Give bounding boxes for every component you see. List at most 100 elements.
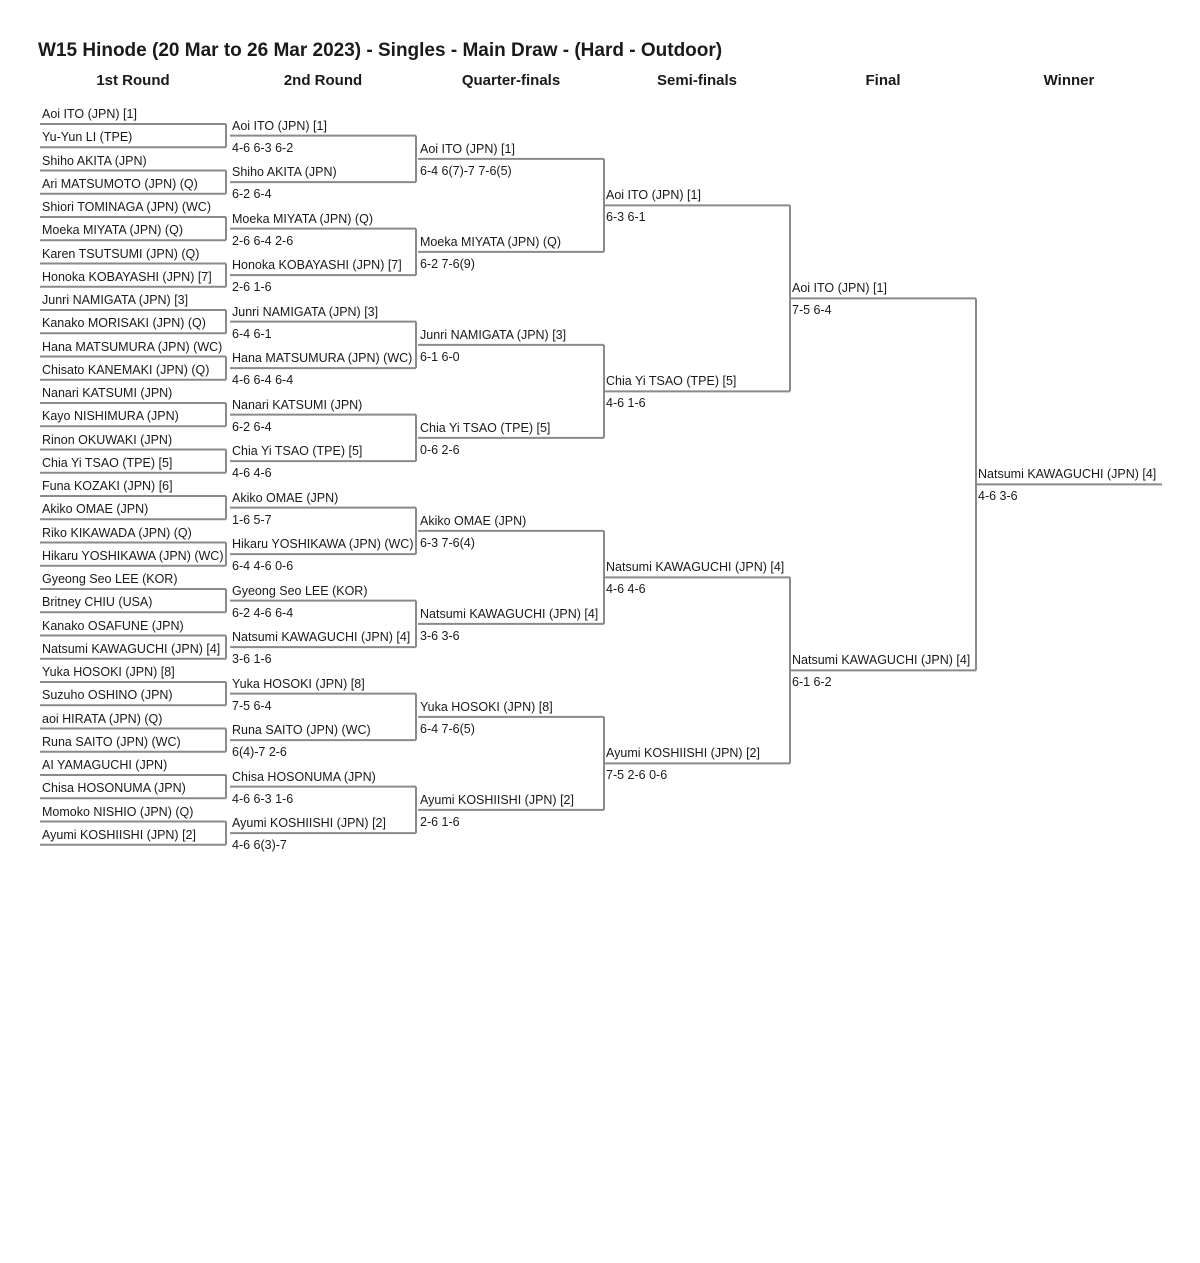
round-header-final: Final — [865, 72, 901, 89]
player-name: Natsumi KAWAGUCHI (JPN) [4] — [420, 606, 599, 621]
match-score: 1-6 5-7 — [232, 512, 272, 527]
match-score: 6-4 4-6 0-6 — [232, 559, 294, 574]
player-name: Nanari KATSUMI (JPN) — [232, 397, 363, 412]
round-header-winner: Winner — [1043, 72, 1095, 89]
player-name: Aoi ITO (JPN) [1] — [420, 141, 515, 156]
player-name: Akiko OMAE (JPN) — [42, 502, 149, 517]
match-score: 2-6 6-4 2-6 — [232, 233, 294, 248]
player-name: Funa KOZAKI (JPN) [6] — [42, 479, 173, 493]
match-score: 7-5 6-4 — [232, 698, 272, 713]
player-name: Suzuho OSHINO (JPN) — [42, 688, 173, 703]
match-score: 4-6 4-6 — [606, 582, 646, 597]
player-name: Hikaru YOSHIKAWA (JPN) (WC) — [42, 548, 224, 563]
player-name: Chia Yi TSAO (TPE) [5] — [42, 455, 173, 470]
player-name: Gyeong Seo LEE (KOR) — [232, 583, 368, 598]
player-name: Runa SAITO (JPN) (WC) — [42, 734, 181, 749]
player-name: Hikaru YOSHIKAWA (JPN) (WC) — [232, 537, 414, 552]
player-name: Ayumi KOSHIISHI (JPN) [2] — [420, 792, 574, 807]
player-name: Ayumi KOSHIISHI (JPN) [2] — [606, 746, 760, 761]
page-title: W15 Hinode (20 Mar to 26 Mar 2023) - Sin… — [38, 40, 723, 61]
player-name: Moeka MIYATA (JPN) (Q) — [232, 211, 373, 226]
player-name: Kayo NISHIMURA (JPN) — [42, 409, 179, 424]
player-name: Natsumi KAWAGUCHI (JPN) [4] — [606, 560, 785, 575]
match-score: 0-6 2-6 — [420, 442, 460, 457]
player-name: Chisa HOSONUMA (JPN) — [42, 781, 186, 796]
player-name: Chia Yi TSAO (TPE) [5] — [420, 420, 551, 435]
player-name: Honoka KOBAYASHI (JPN) [7] — [42, 269, 212, 284]
player-name: Chisa HOSONUMA (JPN) — [232, 769, 376, 784]
player-name: Junri NAMIGATA (JPN) [3] — [232, 304, 379, 319]
player-name: Shiori TOMINAGA (JPN) (WC) — [42, 200, 211, 214]
match-score: 7-5 2-6 0-6 — [606, 768, 668, 783]
player-name: Rinon OKUWAKI (JPN) — [42, 432, 173, 447]
player-name: Hana MATSUMURA (JPN) (WC) — [232, 351, 413, 366]
match-score: 4-6 4-6 — [232, 466, 272, 481]
player-name: Ayumi KOSHIISHI (JPN) [2] — [42, 827, 196, 842]
match-score: 4-6 6-3 1-6 — [232, 791, 294, 806]
match-score: 3-6 3-6 — [420, 628, 460, 643]
round-header-quarter-finals: Quarter-finals — [461, 72, 561, 89]
player-name: Chisato KANEMAKI (JPN) (Q) — [42, 362, 210, 377]
player-name: aoi HIRATA (JPN) (Q) — [42, 711, 163, 726]
player-name: Chia Yi TSAO (TPE) [5] — [606, 374, 737, 389]
player-name: Aoi ITO (JPN) [1] — [232, 118, 327, 133]
player-name: Kanako OSAFUNE (JPN) — [42, 618, 184, 633]
match-score: 6-1 6-2 — [792, 675, 832, 690]
player-name: Aoi ITO (JPN) [1] — [42, 107, 137, 121]
player-name: Akiko OMAE (JPN) — [232, 490, 339, 505]
match-score: 6-3 7-6(4) — [420, 535, 475, 550]
match-score: 6-1 6-0 — [420, 349, 460, 364]
match-score: 4-6 6-4 6-4 — [232, 373, 294, 388]
player-name: Shiho AKITA (JPN) — [42, 153, 147, 168]
round-header-1st-round: 1st Round — [96, 72, 170, 89]
match-score: 4-6 3-6 — [978, 489, 1018, 504]
match-score: 2-6 1-6 — [232, 280, 272, 295]
player-name: Junri NAMIGATA (JPN) [3] — [420, 327, 567, 342]
match-score: 6(4)-7 2-6 — [232, 745, 287, 760]
match-score: 3-6 1-6 — [232, 652, 272, 667]
match-score: 6-3 6-1 — [606, 210, 646, 225]
player-name: Hana MATSUMURA (JPN) (WC) — [42, 339, 223, 354]
player-name: AI YAMAGUCHI (JPN) — [42, 758, 168, 772]
player-name: Yuka HOSOKI (JPN) [8] — [420, 699, 553, 714]
match-score: 6-2 6-4 — [232, 187, 272, 202]
match-score: 7-5 6-4 — [792, 303, 832, 318]
player-name: Riko KIKAWADA (JPN) (Q) — [42, 525, 192, 540]
match-score: 4-6 1-6 — [606, 396, 646, 411]
player-name: Yu-Yun LI (TPE) — [42, 130, 133, 145]
player-name: Aoi ITO (JPN) [1] — [792, 281, 887, 296]
player-name: Natsumi KAWAGUCHI (JPN) [4] — [978, 467, 1157, 482]
player-name: Shiho AKITA (JPN) — [232, 165, 337, 180]
player-name: Aoi ITO (JPN) [1] — [606, 188, 701, 203]
player-name: Natsumi KAWAGUCHI (JPN) [4] — [232, 630, 411, 645]
player-name: Runa SAITO (JPN) (WC) — [232, 723, 371, 738]
player-name: Kanako MORISAKI (JPN) (Q) — [42, 316, 206, 331]
player-name: Moeka MIYATA (JPN) (Q) — [42, 223, 183, 238]
match-score: 2-6 1-6 — [420, 814, 460, 829]
player-name: Gyeong Seo LEE (KOR) — [42, 572, 178, 586]
player-name: Chia Yi TSAO (TPE) [5] — [232, 444, 363, 459]
player-name: Momoko NISHIO (JPN) (Q) — [42, 804, 194, 819]
player-name: Yuka HOSOKI (JPN) [8] — [42, 665, 175, 679]
round-header-2nd-round: 2nd Round — [283, 72, 363, 89]
match-score: 6-2 7-6(9) — [420, 256, 475, 271]
match-score: 4-6 6-3 6-2 — [232, 140, 294, 155]
player-name: Junri NAMIGATA (JPN) [3] — [42, 293, 189, 307]
match-score: 6-4 7-6(5) — [420, 721, 475, 736]
round-header-semi-finals: Semi-finals — [656, 72, 738, 89]
player-name: Natsumi KAWAGUCHI (JPN) [4] — [42, 641, 221, 656]
match-score: 6-2 6-4 — [232, 419, 272, 434]
player-name: Natsumi KAWAGUCHI (JPN) [4] — [792, 653, 971, 668]
player-name: Ayumi KOSHIISHI (JPN) [2] — [232, 816, 386, 831]
player-name: Moeka MIYATA (JPN) (Q) — [420, 234, 561, 249]
match-score: 4-6 6(3)-7 — [232, 838, 287, 853]
player-name: Honoka KOBAYASHI (JPN) [7] — [232, 258, 402, 273]
match-score: 6-4 6(7)-7 7-6(5) — [420, 163, 512, 178]
player-name: Yuka HOSOKI (JPN) [8] — [232, 676, 365, 691]
player-name: Karen TSUTSUMI (JPN) (Q) — [42, 246, 200, 261]
match-score: 6-2 4-6 6-4 — [232, 605, 294, 620]
player-name: Nanari KATSUMI (JPN) — [42, 386, 173, 400]
player-name: Akiko OMAE (JPN) — [420, 513, 527, 528]
player-name: Britney CHIU (USA) — [42, 595, 153, 610]
